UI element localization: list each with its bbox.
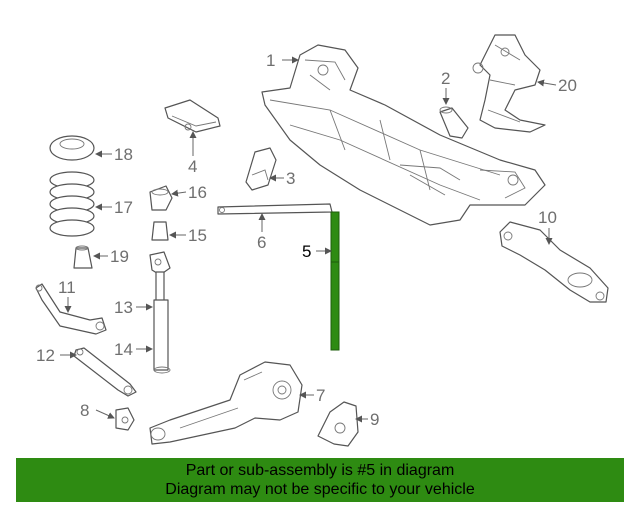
callout-14: 14 xyxy=(114,340,133,359)
callout-4: 4 xyxy=(188,157,197,176)
small-bushing-part xyxy=(115,407,135,431)
callout-3: 3 xyxy=(286,169,295,188)
lower-control-arm-part xyxy=(499,221,609,303)
coil-spring-part xyxy=(49,171,95,237)
callout-2: 2 xyxy=(441,69,450,88)
jounce-bumper-part xyxy=(151,221,169,241)
part-info-banner: Part or sub-assembly is #5 in diagram Di… xyxy=(16,458,624,502)
callout-16: 16 xyxy=(188,183,207,202)
trailing-arm-part xyxy=(149,361,303,445)
callout-10: 10 xyxy=(538,208,557,227)
banner-line-disclaimer: Diagram may not be specific to your vehi… xyxy=(165,481,475,498)
callout-11: 11 xyxy=(58,278,76,297)
callout-8: 8 xyxy=(80,401,89,420)
highlighted-rod-part xyxy=(330,211,340,351)
shock-mount-part xyxy=(149,185,173,211)
callout-6: 6 xyxy=(257,233,266,252)
banner-line-part-number: Part or sub-assembly is #5 in diagram xyxy=(185,462,455,479)
callout-19: 19 xyxy=(110,247,129,266)
bump-stop-part xyxy=(73,245,93,269)
callout-7: 7 xyxy=(316,386,325,405)
leader-lines xyxy=(60,56,557,423)
tie-bar-part xyxy=(217,203,333,215)
spring-seat-part xyxy=(49,135,95,161)
callout-9: 9 xyxy=(370,410,379,429)
bracket-assembly-part xyxy=(472,34,546,133)
callout-12: 12 xyxy=(36,346,55,365)
upper-control-arm-part xyxy=(35,283,107,335)
callout-1: 1 xyxy=(266,51,275,70)
callout-labels: 1 2 3 4 5 6 7 8 9 10 11 12 13 14 15 16 1… xyxy=(36,51,577,429)
callout-15: 15 xyxy=(188,226,207,245)
callout-13: 13 xyxy=(114,298,133,317)
suspension-parts-diagram: 1 2 3 4 5 6 7 8 9 10 11 12 13 14 15 16 1… xyxy=(35,34,609,447)
callout-18: 18 xyxy=(114,145,133,164)
callout-5: 5 xyxy=(302,242,311,261)
lower-link-part xyxy=(73,347,137,397)
shock-absorber-part xyxy=(149,251,171,374)
subframe-part xyxy=(261,44,546,226)
side-bracket-part xyxy=(245,147,277,191)
callout-20: 20 xyxy=(558,76,577,95)
upper-mount-bracket-part xyxy=(164,99,221,133)
callout-17: 17 xyxy=(114,198,133,217)
plate-bracket-part xyxy=(317,401,359,447)
bushing-part xyxy=(439,106,469,139)
